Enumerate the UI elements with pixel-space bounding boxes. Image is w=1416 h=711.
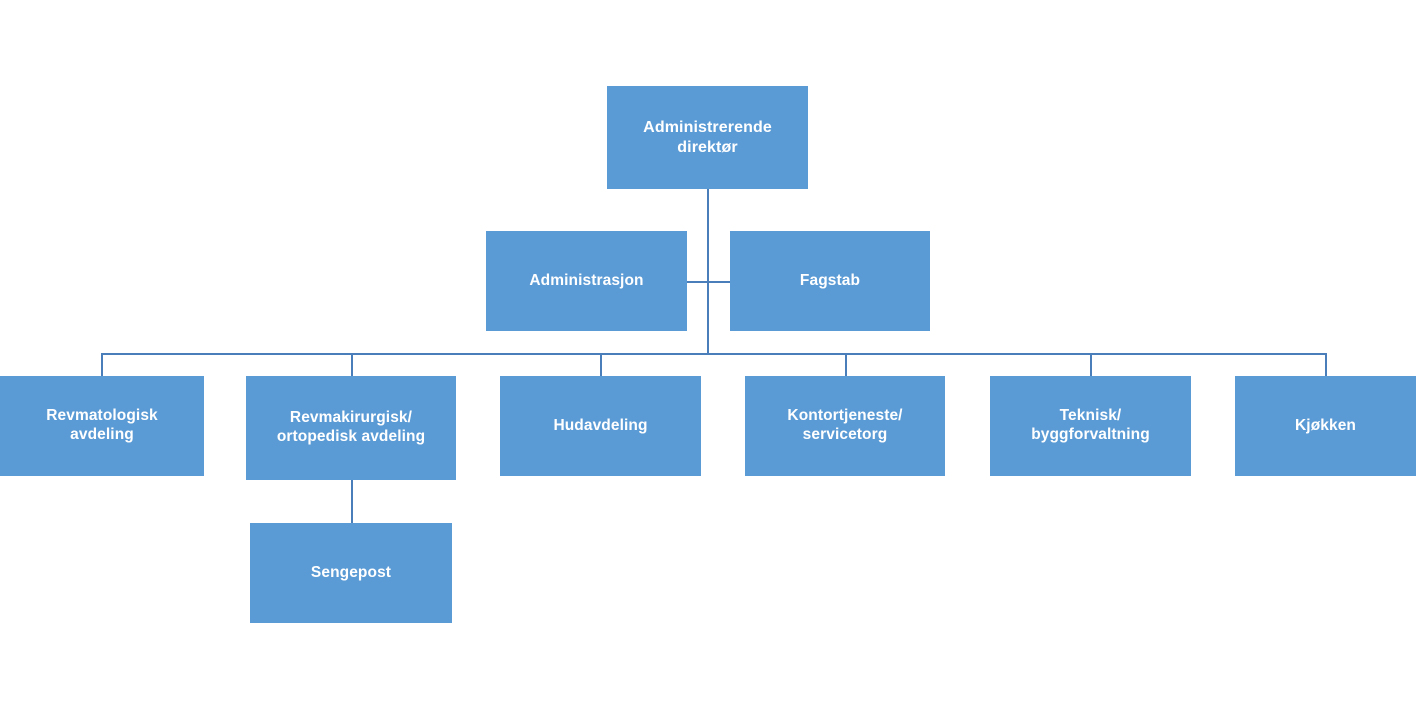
node-kjokken[interactable]: Kjøkken	[1235, 376, 1416, 476]
connector-drop-kontortjeneste	[845, 353, 847, 376]
node-revmatologisk-avdeling[interactable]: Revmatologisk avdeling	[0, 376, 204, 476]
connector-trunk-vertical	[707, 189, 709, 354]
connector-drop-revmakirurgisk	[351, 353, 353, 376]
node-administrerende-direktor[interactable]: Administrerende direktør	[607, 86, 808, 189]
connector-drop-revmatologisk	[101, 353, 103, 376]
node-teknisk-byggforvaltning[interactable]: Teknisk/ byggforvaltning	[990, 376, 1191, 476]
node-hudavdeling[interactable]: Hudavdeling	[500, 376, 701, 476]
connector-drop-teknisk	[1090, 353, 1092, 376]
connector-administrasjon-stub	[687, 281, 708, 283]
connector-drop-sengepost	[351, 480, 353, 523]
node-sengepost[interactable]: Sengepost	[250, 523, 452, 623]
node-kontortjeneste-servicetorg[interactable]: Kontortjeneste/ servicetorg	[745, 376, 945, 476]
node-revmakirurgisk-ortopedisk-avdeling[interactable]: Revmakirurgisk/ ortopedisk avdeling	[246, 376, 456, 480]
connector-drop-kjokken	[1325, 353, 1327, 376]
node-administrasjon[interactable]: Administrasjon	[486, 231, 687, 331]
node-fagstab[interactable]: Fagstab	[730, 231, 930, 331]
connector-fagstab-stub	[707, 281, 730, 283]
connector-level3-bus	[101, 353, 1326, 355]
connector-drop-hudavdeling	[600, 353, 602, 376]
